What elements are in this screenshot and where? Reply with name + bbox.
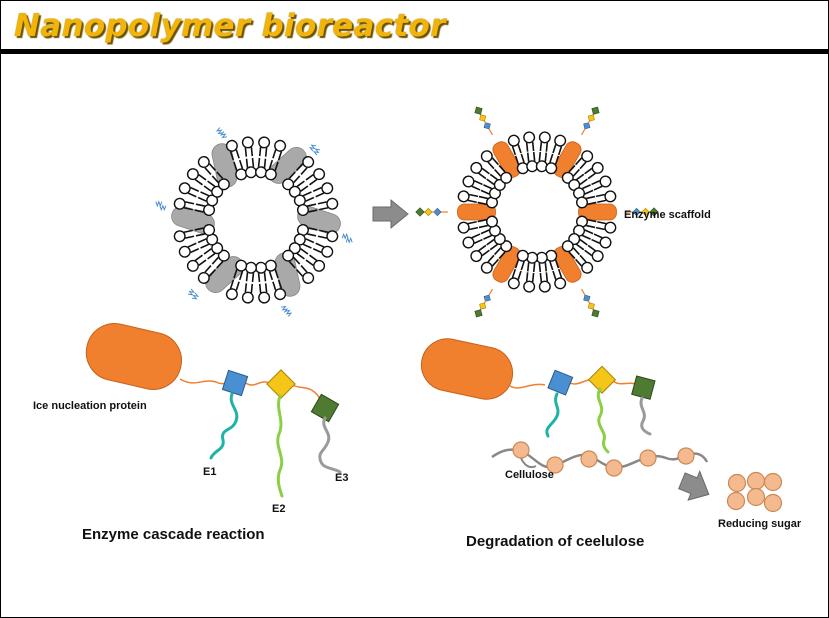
glyco-chain [472,286,497,320]
enzyme-e3-domain [310,393,340,423]
reducing-sugar-label: Reducing sugar [718,518,802,530]
degradation-assembly [420,338,783,513]
ice-nucleation-protein-rod-2 [420,338,514,400]
e2-chain [276,394,284,498]
title-divider [0,49,829,54]
degradation-arrow [678,469,710,501]
glyco-chain [472,104,497,138]
cascade-caption: Enzyme cascade reaction [82,526,265,543]
vesicle-enzyme-scaffold [415,104,659,320]
e3-chain [318,416,342,474]
ice-nucleation-protein-rod [85,323,182,390]
glyco-chain [577,286,602,320]
cascade-assembly [85,323,342,498]
e2-label: E2 [272,503,285,515]
enzyme-scaffold-label: Enzyme scaffold [624,209,711,221]
enzyme-e1-domain-2 [547,369,574,396]
scaffold-protein [457,203,496,221]
slide-title: Nanopolymer bioreactor [14,8,446,44]
process-arrow [372,198,409,230]
cellulose-label: Cellulose [505,469,554,481]
enzyme-e3-domain-2 [631,375,656,400]
scaffold-protein [552,141,582,178]
scaffold-protein [552,246,582,283]
e3-label: E3 [335,472,348,484]
glyco-chain [577,104,602,138]
degradation-caption: Degradation of ceelulose [466,533,644,550]
scaffold-protein [492,141,522,178]
enzyme-e2-domain-2 [587,365,617,394]
enzyme-e2-domain [266,369,296,399]
glyco-chain [415,207,449,217]
e1-label: E1 [203,466,216,478]
enzyme-e1-domain [221,369,249,397]
scaffold-protein [492,246,522,283]
e1-chain [209,392,239,460]
vesicle-with-inactive-proteins [155,127,353,317]
scaffold-protein [578,203,617,221]
ice-nucleation-label: Ice nucleation protein [33,400,147,412]
